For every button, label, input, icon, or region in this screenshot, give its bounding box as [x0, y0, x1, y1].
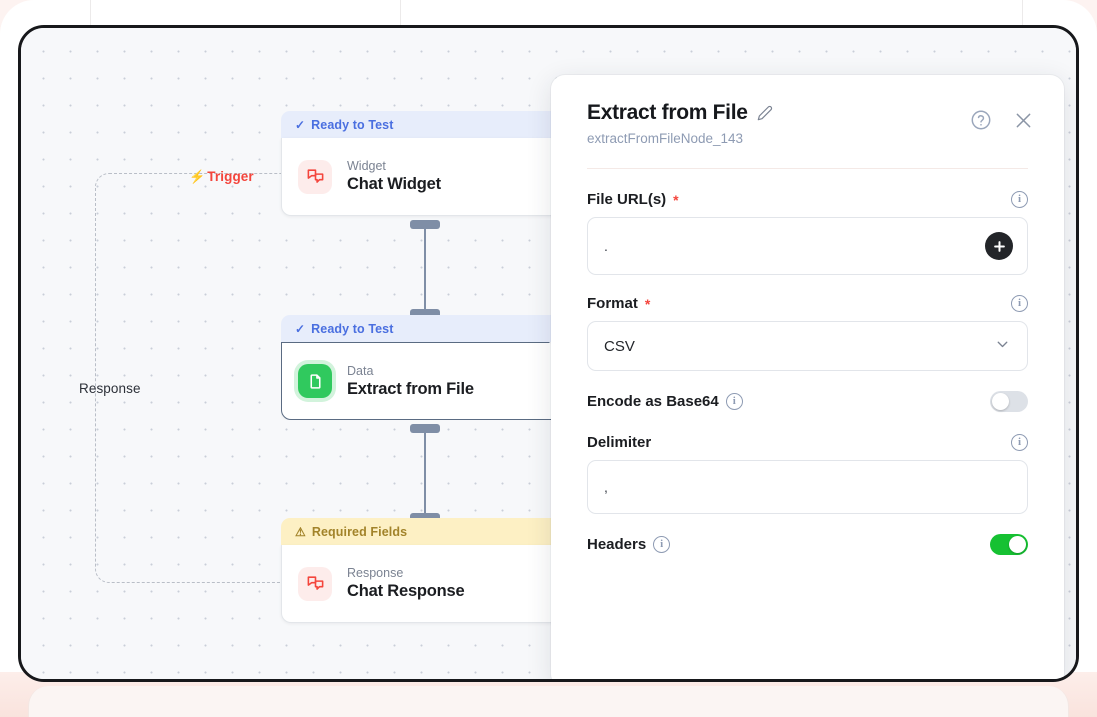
- node-text: Widget Chat Widget: [347, 159, 441, 194]
- field-delimiter: Delimiter i ,: [587, 434, 1028, 514]
- info-icon[interactable]: i: [653, 536, 671, 553]
- delimiter-input[interactable]: ,: [587, 460, 1028, 514]
- toggle-knob: [1009, 536, 1026, 553]
- required-marker: *: [673, 191, 679, 208]
- required-marker: *: [644, 295, 651, 312]
- check-icon: ✓: [295, 321, 306, 336]
- chat-bubbles-icon: [298, 566, 332, 601]
- connector-handle-bottom: [410, 309, 440, 318]
- encode-as-base64-toggle[interactable]: [990, 391, 1028, 412]
- node-status-badge: ✓ Ready to Test: [281, 111, 566, 138]
- trigger-response-loop-connector: [95, 173, 305, 583]
- node-connector: [410, 424, 440, 522]
- info-icon[interactable]: i: [1011, 434, 1028, 451]
- file-urls-value: .: [604, 238, 608, 254]
- node-status-text: Ready to Test: [311, 117, 394, 132]
- connector-handle-bottom: [410, 513, 440, 522]
- field-format: Format * i CSV: [587, 295, 1028, 371]
- app-frame: ⚡ Trigger Response ✓ Ready to Test Widge…: [18, 25, 1079, 682]
- field-label-text: Headers: [587, 536, 647, 553]
- format-select[interactable]: CSV: [587, 321, 1028, 371]
- background-bottom-card: [28, 686, 1069, 717]
- node-status-badge: ⚠ Required Fields: [281, 518, 566, 545]
- close-icon[interactable]: [1013, 110, 1034, 131]
- info-icon[interactable]: i: [725, 393, 743, 410]
- node-title: Chat Widget: [347, 175, 441, 193]
- format-selected-value: CSV: [604, 337, 635, 355]
- field-label-row: File URL(s) * i: [587, 191, 1028, 208]
- node-kind: Data: [347, 363, 374, 378]
- node-title: Extract from File: [347, 379, 474, 398]
- node-body[interactable]: Widget Chat Widget: [281, 138, 566, 216]
- panel-header-actions: [970, 109, 1034, 131]
- lightning-bolt-icon: ⚡: [189, 169, 206, 184]
- node-chat-response[interactable]: ⚠ Required Fields Response Chat Response: [281, 518, 566, 623]
- panel-header: Extract from File extractFromFileNode_14…: [551, 75, 1064, 146]
- file-urls-input[interactable]: .: [587, 217, 1028, 275]
- background-seam: [400, 0, 401, 48]
- field-label-row: Format * i: [587, 295, 1028, 312]
- check-icon: ✓: [295, 117, 306, 132]
- toggle-knob: [992, 393, 1009, 410]
- field-label-row: Delimiter i: [587, 434, 1028, 451]
- node-chat-widget[interactable]: ✓ Ready to Test Widget Chat Widget: [281, 111, 566, 216]
- response-label: Response: [79, 381, 141, 396]
- field-label-text: File URL(s): [587, 191, 667, 208]
- delimiter-value: ,: [604, 479, 608, 495]
- chevron-down-icon[interactable]: [994, 336, 1011, 357]
- field-label-text: Encode as Base64: [587, 393, 719, 410]
- field-headers: Headers i: [587, 534, 1028, 555]
- node-text: Response Chat Response: [347, 566, 465, 601]
- connector-handle-top: [410, 424, 440, 433]
- node-connector: [410, 220, 440, 318]
- headers-toggle[interactable]: [990, 534, 1028, 555]
- document-icon: [298, 364, 332, 398]
- page-title: Extract from File: [587, 101, 748, 124]
- node-status-text: Ready to Test: [311, 321, 394, 336]
- node-kind: Response: [347, 566, 404, 580]
- field-label: Headers i: [587, 536, 671, 553]
- node-extract-from-file[interactable]: ✓ Ready to Test Data Extract from File: [281, 315, 566, 420]
- node-status-badge: ✓ Ready to Test: [281, 315, 566, 342]
- background-seam: [1022, 0, 1023, 48]
- connector-handle-top: [410, 220, 440, 229]
- trigger-label-text: Trigger: [207, 169, 254, 184]
- field-label: Format *: [587, 295, 650, 312]
- field-label: File URL(s) *: [587, 191, 679, 208]
- field-file-urls: File URL(s) * i .: [587, 191, 1028, 275]
- field-label: Delimiter: [587, 434, 651, 451]
- info-icon[interactable]: i: [1011, 295, 1028, 312]
- node-title: Chat Response: [347, 582, 465, 600]
- panel-title-row: Extract from File: [587, 101, 1030, 125]
- field-label-text: Format: [587, 295, 638, 312]
- node-status-text: Required Fields: [311, 524, 408, 539]
- chat-bubbles-icon: [298, 159, 332, 194]
- node-body[interactable]: Response Chat Response: [281, 545, 566, 623]
- panel-body: File URL(s) * i .: [551, 169, 1064, 555]
- node-text: Data Extract from File: [347, 364, 474, 399]
- warning-triangle-icon: ⚠: [295, 524, 306, 539]
- node-properties-panel: Extract from File extractFromFileNode_14…: [551, 75, 1064, 679]
- help-circle-icon[interactable]: [970, 109, 992, 131]
- plus-icon[interactable]: [985, 232, 1013, 260]
- info-icon[interactable]: i: [1011, 191, 1028, 208]
- panel-divider: [587, 168, 1028, 169]
- field-label-text: Delimiter: [587, 434, 652, 451]
- node-id-label: extractFromFileNode_143: [587, 131, 744, 146]
- trigger-label: ⚡ Trigger: [189, 169, 254, 184]
- field-encode-as-base64: Encode as Base64 i: [587, 391, 1028, 412]
- pencil-icon[interactable]: [757, 105, 773, 121]
- field-label: Encode as Base64 i: [587, 393, 743, 410]
- node-kind: Widget: [347, 159, 386, 173]
- node-body[interactable]: Data Extract from File: [281, 342, 566, 420]
- background-seam: [90, 0, 91, 48]
